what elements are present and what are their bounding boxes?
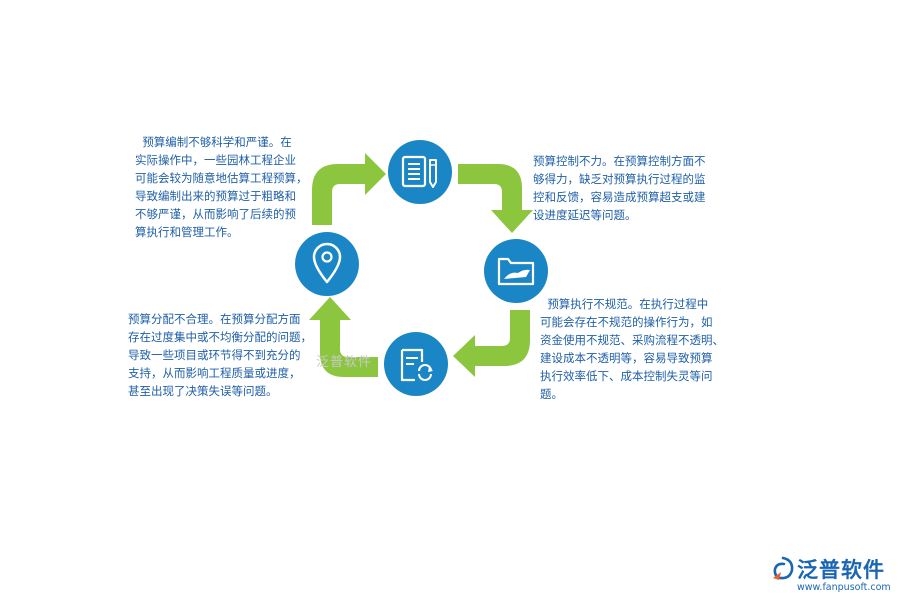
refresh-document-icon xyxy=(384,332,448,396)
fanpu-logo-icon xyxy=(773,556,794,580)
step-4-text: 预算分配不合理。在预算分配方面 存在过度集中或不均衡分配的问题， 导致一些项目或… xyxy=(128,312,312,398)
step-1-text: 预算编制不够科学和严谨。在 实际操作中，一些园林工程企业 可能会较为随意地估算工… xyxy=(135,135,308,239)
step-2-text: 预算控制不力。在预算控制方面不 够得力，缺乏对预算执行过程的监 控和反馈，容易造… xyxy=(533,154,706,222)
folder-open-icon xyxy=(484,239,548,303)
arrow-bottom-right xyxy=(453,310,530,377)
arrow-top-right xyxy=(458,164,533,233)
location-pin-icon xyxy=(295,232,359,296)
arrow-top-left xyxy=(312,153,386,225)
watermark-text: 泛普软件 xyxy=(316,355,373,370)
brand-url[interactable]: www.fanpusoft.com xyxy=(797,582,891,593)
arrow-bottom-left xyxy=(309,297,378,377)
cycle-diagram xyxy=(295,140,548,396)
brand-logo-block[interactable]: 泛普软件 www.fanpusoft.com xyxy=(770,554,895,594)
document-pencil-icon xyxy=(388,140,452,204)
step-3-text: 预算执行不规范。在执行过程中 可能会存在不规范的操作行为，如 资金使用不规范、采… xyxy=(540,297,724,401)
brand-name: 泛普软件 xyxy=(797,558,885,582)
